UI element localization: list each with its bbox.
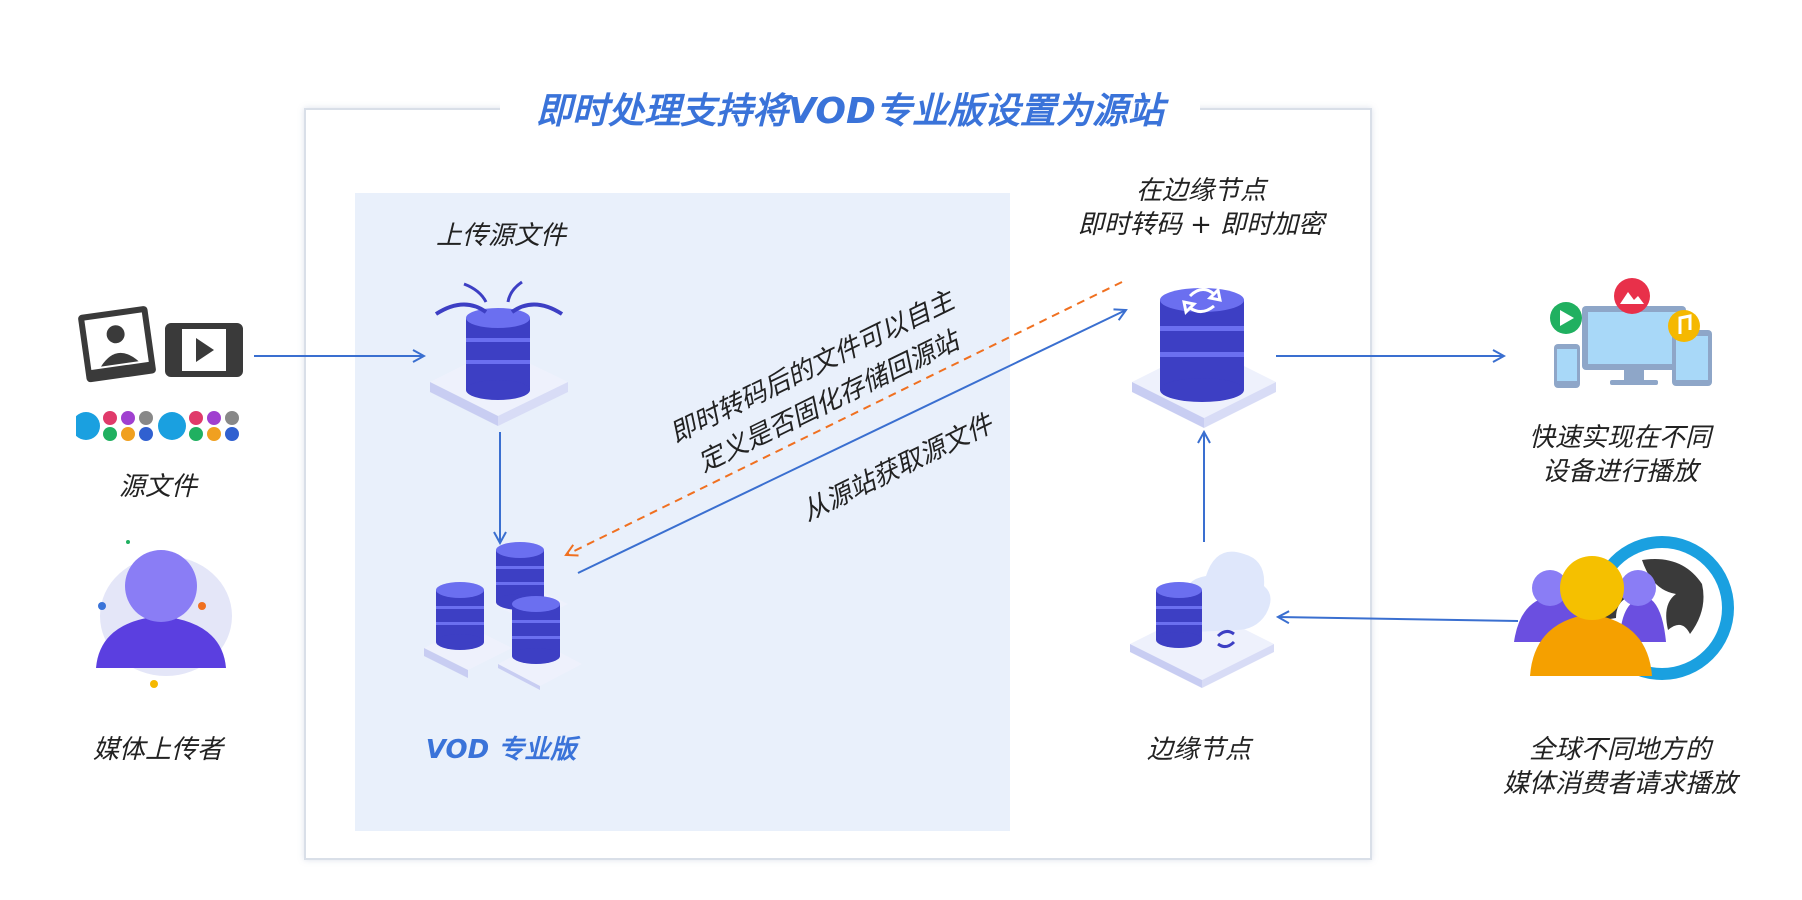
multi-device-icon	[1550, 278, 1712, 388]
vod-storage-cluster-icon	[424, 542, 582, 690]
arrow-vod-to-edge	[577, 310, 1126, 574]
vod-pro-label: VOD 专业版	[425, 735, 577, 765]
source-file-label: 源文件	[118, 472, 197, 502]
global-consumers-label-line2: 媒体消费者请求播放	[1502, 769, 1737, 799]
upload-source-label: 上传源文件	[435, 221, 566, 251]
arrow-consumers-to-edge	[1278, 617, 1519, 621]
vod-pro-panel	[355, 193, 1010, 831]
dashed-arrow-edge-to-vod	[566, 281, 1123, 555]
source-file-icon	[76, 306, 243, 441]
edge-node-label: 边缘节点	[1146, 735, 1251, 765]
fast-play-label-line2: 设备进行播放	[1541, 457, 1698, 487]
media-uploader-label: 媒体上传者	[92, 735, 223, 765]
diagram-title: 即时处理支持将VOD专业版设置为源站	[500, 88, 1200, 136]
edge-node-cloud-icon	[1130, 551, 1274, 688]
global-consumers-label-line1: 全球不同地方的	[1528, 735, 1711, 765]
upload-database-icon	[430, 280, 568, 426]
media-uploader-avatar-icon	[96, 540, 232, 688]
edge-transcode-label-line2: 即时转码 + 即时加密	[1077, 210, 1325, 240]
global-consumers-icon	[1514, 536, 1734, 680]
fast-play-label-line1: 快速实现在不同	[1528, 423, 1711, 453]
edge-transcode-database-icon	[1132, 286, 1276, 428]
edge-transcode-label-line1: 在边缘节点	[1135, 176, 1266, 206]
